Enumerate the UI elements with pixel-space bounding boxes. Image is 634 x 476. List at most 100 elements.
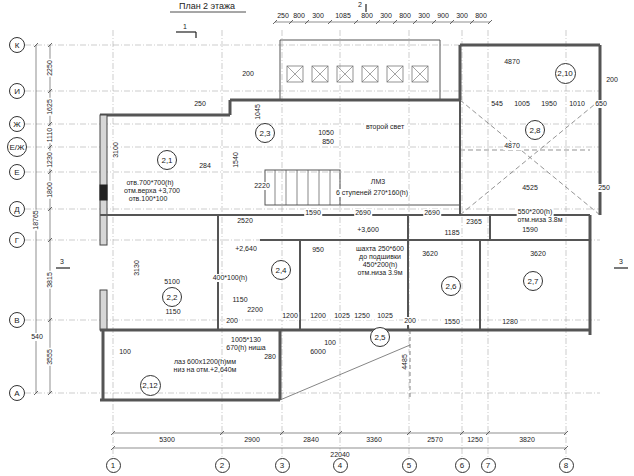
dimension-tick [48, 207, 52, 211]
dimension-label: второй свет [365, 123, 405, 131]
dimension-label: 200 [403, 317, 417, 325]
axis-bubble: 6 [455, 458, 470, 473]
brick-wall [100, 115, 107, 245]
dimension-label: 200 [241, 70, 255, 78]
dimension-line [113, 448, 566, 449]
dimension-label: 1200 [281, 312, 299, 320]
dimension-label: 900 [436, 12, 450, 20]
wall-opening [100, 185, 107, 200]
axis-bubble: 2 [215, 458, 230, 473]
dimension-label: 800 [292, 12, 306, 20]
dimension-tick [338, 431, 342, 435]
dimension-label: 450*200(h) [362, 261, 399, 269]
dimension-tick [450, 20, 454, 24]
dimension-label: 4870 [503, 58, 521, 66]
wall [100, 399, 280, 402]
wall [279, 330, 282, 400]
balustrade [312, 66, 328, 82]
dimension-tick [432, 20, 436, 24]
dimension-tick [111, 431, 115, 435]
dimension-label: 1280 [501, 318, 519, 326]
stair-step [286, 170, 287, 205]
bubble-text: 2,6 [445, 282, 456, 291]
dimension-label: 280 [263, 353, 277, 361]
balustrade [362, 66, 378, 82]
dimension-label: 1045 [254, 103, 262, 121]
wall [407, 215, 409, 330]
dimension-tick [376, 20, 380, 24]
section-mark [195, 32, 196, 38]
dimension-tick [34, 43, 38, 47]
balustrade [337, 66, 353, 82]
second-light-line [460, 100, 600, 215]
bubble-text: 2,4 [275, 266, 286, 275]
axis-bubble: Е [9, 164, 25, 180]
dimension-label: +2,640 [234, 245, 258, 253]
dimension-label: 2840 [302, 436, 320, 444]
dimension-tick [48, 43, 52, 47]
bubble-text: 2,2 [166, 293, 177, 302]
dimension-tick [470, 20, 474, 24]
dimension-label: 540 [30, 333, 44, 341]
dimension-label: 6 ступеней 270*160(h) [335, 189, 409, 197]
dimension-label: 250 [193, 100, 207, 108]
bubble-text: А [14, 389, 19, 398]
dimension-label: отв.100*100 [128, 195, 169, 203]
second-light-line [460, 100, 600, 215]
dimension-label: 1005 [513, 100, 531, 108]
dimension-tick [354, 20, 358, 24]
dimension-tick [407, 431, 411, 435]
dimension-label: 2690 [354, 209, 372, 217]
wall [230, 99, 460, 102]
wall [260, 239, 590, 241]
dimension-tick [34, 391, 38, 395]
bubble-text: 2,10 [557, 69, 573, 78]
section-mark-label: 3 [618, 258, 624, 266]
dimension-label: отм.верха +3,700 [123, 187, 181, 195]
room-number: 2,2 [162, 287, 182, 307]
dimension-label: 1230 [46, 151, 54, 169]
dimension-label: до подшивки [358, 253, 402, 261]
outline-line [280, 345, 410, 400]
axis-bubble: 4 [333, 458, 348, 473]
dimension-label: 850 [321, 138, 335, 146]
dimension-label: 2250 [46, 59, 54, 77]
dimension-label: отм.низа 3.8м [516, 216, 563, 224]
dimension-tick [486, 431, 490, 435]
dimension-tick [460, 431, 464, 435]
axis-bubble: 7 [481, 458, 496, 473]
dimension-label: 1025 [376, 312, 394, 320]
axis-bubble: Д [9, 201, 25, 217]
dimension-tick [48, 170, 52, 174]
room-number: 2,3 [255, 123, 275, 143]
dimension-label: 250 [597, 184, 611, 192]
dimension-label: 3620 [421, 250, 439, 258]
dimension-label: 300 [417, 12, 431, 20]
bubble-text: 2,8 [529, 126, 540, 135]
bubble-text: 1 [111, 461, 115, 470]
bubble-text: Ж [13, 120, 20, 129]
bubble-text: Е/Ж [10, 143, 25, 152]
bubble-text: Е [14, 168, 19, 177]
axis-bubble: Ж [9, 116, 25, 132]
dimension-label: 4485 [401, 353, 409, 371]
dimension-label: 2520 [236, 217, 254, 225]
wall [589, 215, 592, 335]
axis-line [25, 91, 600, 92]
dimension-label: 2220 [253, 182, 271, 190]
wall [100, 329, 590, 332]
dimension-label: 3360 [365, 436, 383, 444]
dimension-label: 200 [225, 317, 239, 325]
dimension-tick [305, 20, 309, 24]
dimension-label: 1150 [164, 308, 181, 316]
bubble-text: 2 [220, 461, 224, 470]
stair-step [297, 170, 298, 205]
dimension-label: 2365 [465, 218, 483, 226]
dimension-label: 1025 [333, 312, 351, 320]
dimension-label: 1185 [443, 229, 460, 237]
railing [340, 205, 460, 206]
dimension-label: 800 [360, 12, 374, 20]
axis-bubble: Г [9, 232, 25, 248]
room-number: 2,12 [140, 375, 161, 396]
bubble-text: 2,1 [161, 156, 172, 165]
